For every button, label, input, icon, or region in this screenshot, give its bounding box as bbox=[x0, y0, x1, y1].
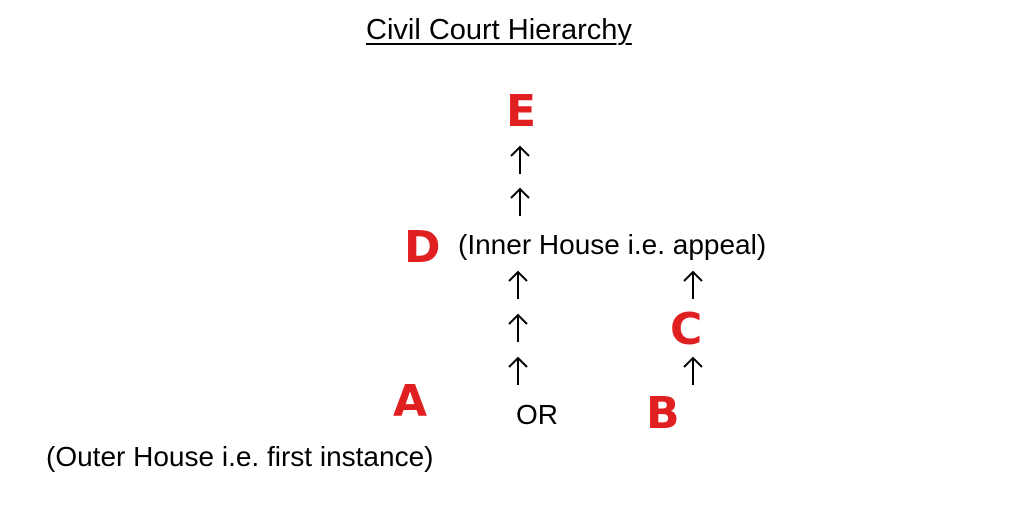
up-arrow-icon bbox=[510, 187, 530, 216]
diagram-title: Civil Court Hierarchy bbox=[366, 14, 632, 46]
up-arrow-icon bbox=[510, 145, 530, 174]
node-b-letter: B bbox=[646, 388, 680, 439]
up-arrow-icon bbox=[683, 356, 703, 385]
up-arrow-icon bbox=[683, 270, 703, 299]
node-e-letter: E bbox=[506, 86, 537, 137]
node-a-letter: A bbox=[393, 376, 428, 427]
up-arrow-icon bbox=[508, 313, 528, 342]
node-d-description: (Inner House i.e. appeal) bbox=[458, 229, 767, 260]
node-a-description: (Outer House i.e. first instance) bbox=[46, 441, 434, 472]
up-arrow-icon bbox=[508, 270, 528, 299]
node-c-letter: C bbox=[670, 304, 703, 355]
node-d-letter: D bbox=[404, 222, 441, 273]
connector-or-label: OR bbox=[516, 399, 558, 430]
up-arrow-icon bbox=[508, 356, 528, 385]
